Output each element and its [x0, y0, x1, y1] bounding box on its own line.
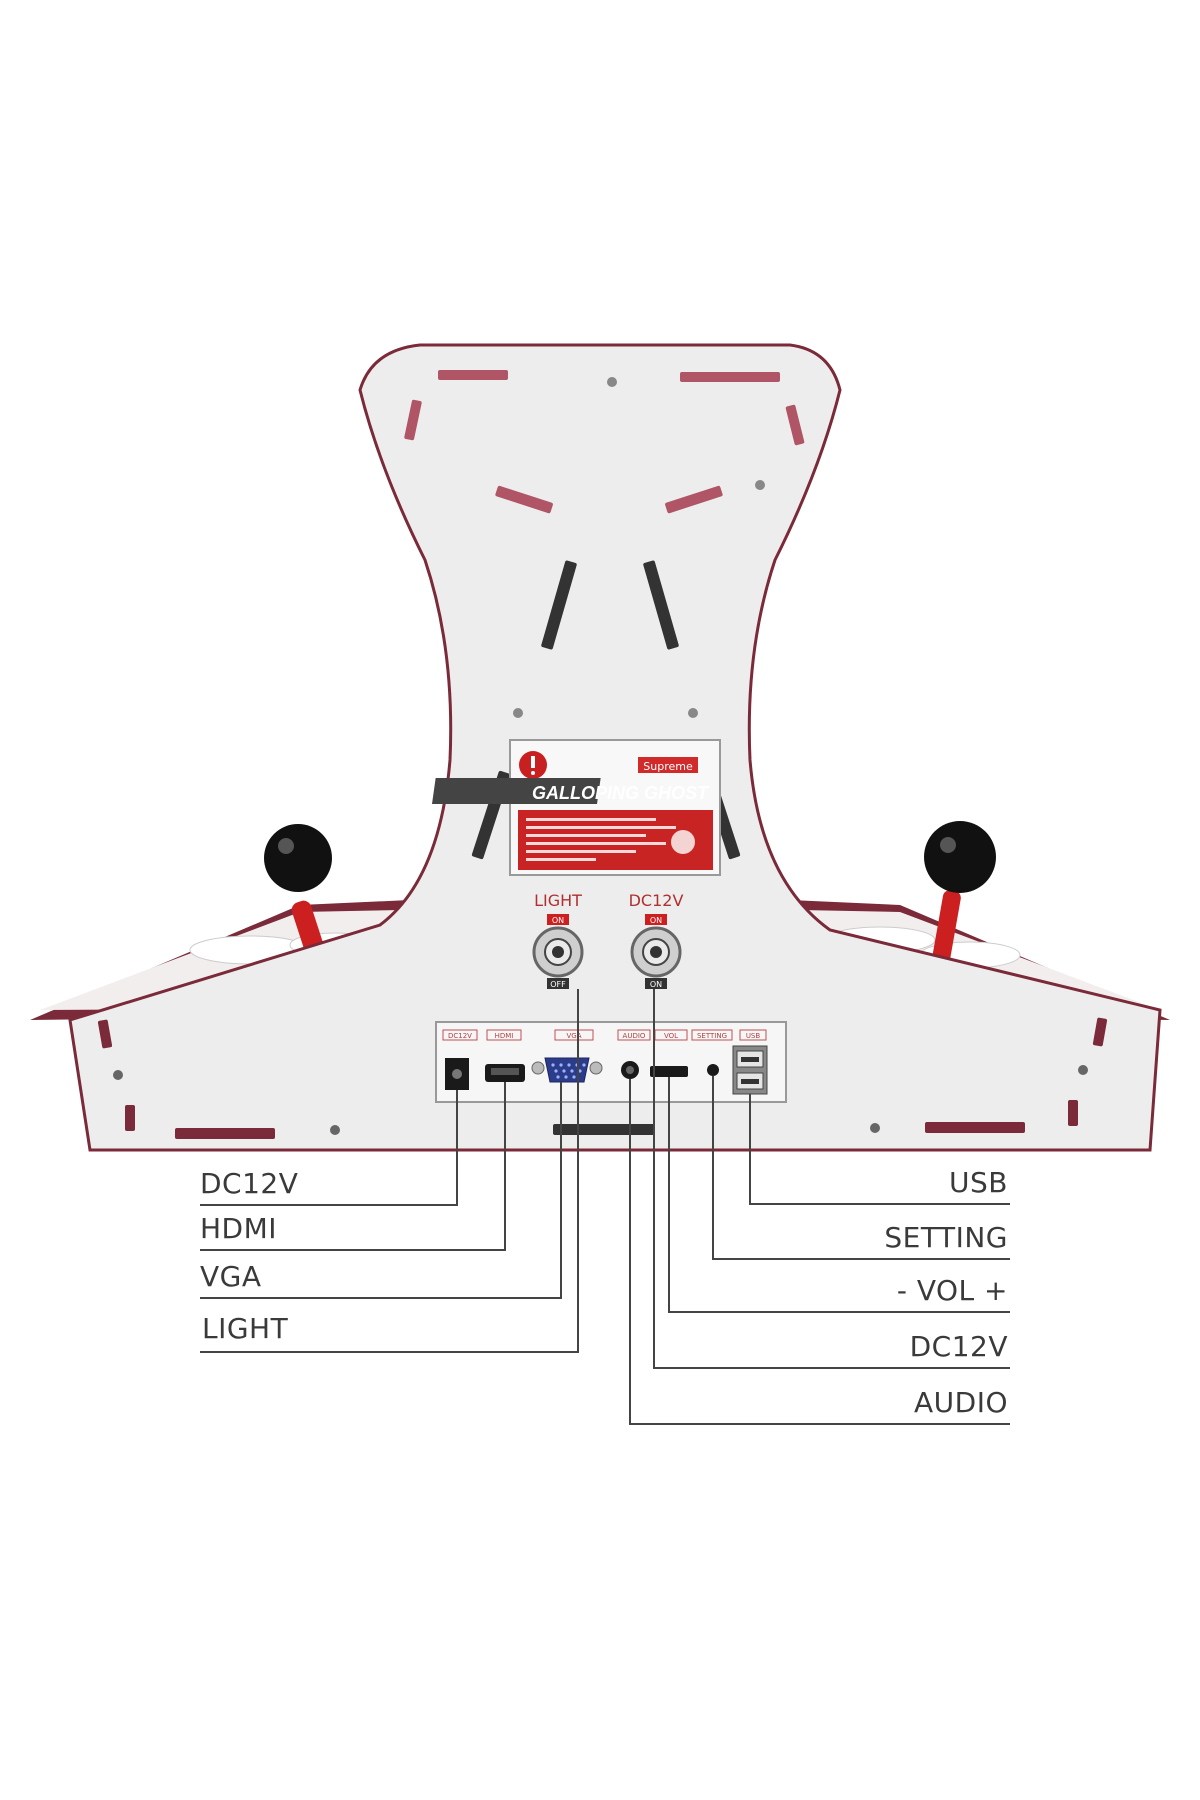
callout-line-setting: [712, 1076, 1010, 1260]
callout-label-dc12v-left: DC12V: [200, 1167, 298, 1200]
callout-line-usb: [749, 1094, 1010, 1205]
port-tag-vol: VOL: [664, 1032, 678, 1040]
callout-label-setting: SETTING: [884, 1221, 1008, 1254]
port-tag-usb: USB: [746, 1032, 761, 1040]
callout-label-vga: VGA: [200, 1260, 262, 1293]
sticker-title: GALLOPING GHOST: [532, 783, 710, 803]
light-toggle-label: LIGHT: [534, 891, 582, 910]
callout-line-audio: [629, 1079, 1010, 1425]
callout-line-hdmi: [200, 1082, 506, 1251]
callout-lines-right: [629, 989, 1010, 1425]
port-tag-vga: VGA: [566, 1032, 581, 1040]
callout-line-vga: [200, 1082, 562, 1299]
power-toggle-switch[interactable]: DC12V ON ON: [629, 891, 684, 989]
callout-label-dc12v-right: DC12V: [910, 1330, 1008, 1363]
port-tag-setting: SETTING: [697, 1032, 727, 1040]
sticker: Supreme GALLOPING GHOST: [432, 739, 721, 876]
callout-line-vol: [668, 1077, 1010, 1313]
port-tags: DC12V HDMI VGA AUDIO VOL SETTING USB: [442, 1029, 767, 1041]
callout-label-light: LIGHT: [202, 1312, 289, 1345]
light-toggle-on-label: ON: [552, 916, 564, 925]
light-toggle-off-label: OFF: [550, 980, 566, 989]
port-tag-dc12v: DC12V: [448, 1032, 472, 1040]
setting-button[interactable]: [707, 1064, 719, 1076]
volume-rocker[interactable]: [650, 1066, 688, 1077]
callout-labels-left: DC12V HDMI VGA LIGHT: [200, 1167, 298, 1345]
callout-label-hdmi: HDMI: [200, 1212, 277, 1245]
power-toggle-off-label: ON: [650, 980, 662, 989]
callout-line-light: [200, 989, 579, 1353]
callout-line-dc12v-right: [653, 989, 1010, 1369]
port-tag-audio: AUDIO: [623, 1032, 646, 1040]
sticker-brand: Supreme: [643, 760, 693, 773]
right-joystick-ball: [924, 821, 996, 893]
callout-lines-left: [200, 989, 579, 1353]
io-port-plate: DC12V HDMI VGA AUDIO VOL SETTING USB: [435, 1021, 787, 1103]
usb-ports[interactable]: [732, 1045, 768, 1095]
port-tag-hdmi: HDMI: [495, 1032, 514, 1040]
callout-label-audio: AUDIO: [914, 1386, 1008, 1419]
left-joystick-ball: [264, 824, 332, 892]
callout-labels-right: USB SETTING - VOL + DC12V AUDIO: [884, 1166, 1008, 1419]
callout-label-usb: USB: [949, 1166, 1008, 1199]
callout-label-vol: - VOL +: [897, 1274, 1008, 1307]
power-toggle-on-label: ON: [650, 916, 662, 925]
power-toggle-label: DC12V: [629, 891, 684, 910]
light-toggle-switch[interactable]: LIGHT ON OFF: [532, 891, 584, 989]
callout-line-dc12v-left: [200, 1090, 458, 1206]
